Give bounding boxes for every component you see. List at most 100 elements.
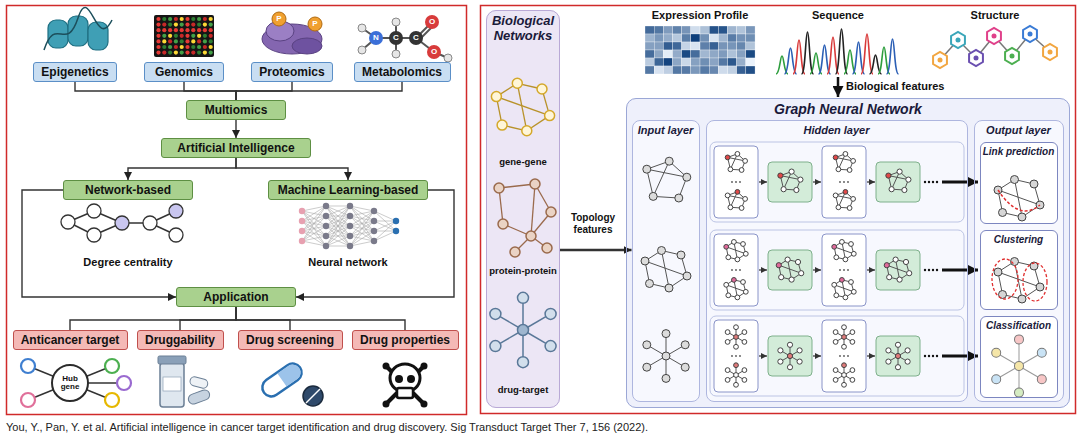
connector xyxy=(180,307,236,330)
process-box: Drug properties xyxy=(352,330,459,350)
nn-weight xyxy=(326,206,350,236)
aggregation-box xyxy=(768,162,812,202)
capsule-icon xyxy=(259,360,305,400)
graph-node xyxy=(897,169,902,174)
structure-ring xyxy=(951,32,965,48)
heatmap-cell xyxy=(700,58,709,66)
layer-arrow xyxy=(813,181,821,182)
nn-neuron xyxy=(371,228,377,234)
layer-column: Hidden layer xyxy=(706,120,968,402)
graph-node xyxy=(526,231,536,241)
nn-weight xyxy=(326,206,350,246)
graph-node xyxy=(518,357,529,368)
cluster-ring xyxy=(992,259,1018,299)
graph-node xyxy=(833,330,838,335)
panel-fill xyxy=(980,230,1058,310)
figure-label: Degree centrality xyxy=(63,256,193,269)
graph-edge xyxy=(647,169,687,177)
microarray-spot xyxy=(209,28,213,32)
graph-node xyxy=(665,284,673,292)
hydrogen-atom xyxy=(444,54,452,62)
heatmap-cell xyxy=(673,26,682,34)
microarray-spot xyxy=(203,28,207,32)
hydrogen-atom xyxy=(358,46,366,54)
network-graph xyxy=(832,240,856,262)
structure-bead xyxy=(956,38,961,43)
microarray-spot xyxy=(180,39,184,43)
heatmap-cell xyxy=(718,42,727,50)
process-box: Metabolomics xyxy=(354,62,451,82)
graph-edge xyxy=(645,261,687,276)
network-graph xyxy=(778,169,803,193)
ellipsis-dot xyxy=(932,355,934,357)
graph-node xyxy=(887,275,892,280)
graph-node xyxy=(843,257,848,262)
microarray-spot xyxy=(156,39,160,43)
graph-node xyxy=(490,341,501,352)
heatmap-cell xyxy=(728,58,737,66)
nn-neuron xyxy=(323,243,329,249)
heatmap-cell xyxy=(737,34,746,42)
heatmap-cell xyxy=(718,34,727,42)
microarray-spot xyxy=(174,39,178,43)
graph-node xyxy=(994,268,1002,276)
bone-end xyxy=(383,401,390,408)
graph-node xyxy=(836,167,841,172)
connector xyxy=(75,82,236,100)
process-box: Proteomics xyxy=(251,62,333,82)
graph-node xyxy=(1018,213,1026,221)
node-text: Machine Learning-based xyxy=(278,183,419,197)
heatmap-cell xyxy=(673,50,682,58)
graph-stack xyxy=(714,320,758,392)
heatmap-cell xyxy=(700,50,709,58)
microarray-spot xyxy=(185,39,189,43)
graph-node xyxy=(497,120,507,130)
microarray-spot xyxy=(209,34,213,38)
graph-node xyxy=(732,240,737,245)
heatmap-cell xyxy=(673,58,682,66)
microarray-spot xyxy=(197,45,201,49)
aggregation-box xyxy=(876,250,920,290)
structure-ring xyxy=(933,52,947,68)
pill-icon xyxy=(187,389,211,406)
microarray-spot xyxy=(180,28,184,32)
graph-node xyxy=(732,278,737,283)
dna-strand xyxy=(44,7,112,50)
graph-edge xyxy=(779,265,801,273)
network-graph xyxy=(778,342,802,370)
nucleosome-icon xyxy=(88,22,108,50)
nn-neuron xyxy=(347,203,353,209)
heatmap-cell xyxy=(654,42,663,50)
output-arrow xyxy=(942,181,978,184)
microarray-spot xyxy=(191,23,195,27)
atom xyxy=(369,31,383,45)
ellipsis-dot xyxy=(731,355,733,357)
bone-end xyxy=(421,401,428,408)
graph-node xyxy=(851,251,856,256)
heatmap-cell xyxy=(691,66,700,74)
node-text: Input layer xyxy=(633,124,699,136)
figure-label: C xyxy=(390,32,402,44)
graph-node xyxy=(741,280,746,285)
network-graph xyxy=(994,176,1044,222)
node-text: Genomics xyxy=(155,65,213,79)
graph-node xyxy=(681,341,689,349)
network-graph xyxy=(643,157,691,202)
process-box: Drug screening xyxy=(238,330,343,350)
feature-arrow xyxy=(837,77,840,97)
connector xyxy=(70,307,236,330)
nn-weight xyxy=(350,211,374,246)
heatmap-cell xyxy=(737,58,746,66)
heatmap-cell xyxy=(673,42,682,50)
microarray-spot xyxy=(156,34,160,38)
graph-node xyxy=(778,359,783,364)
network-graph xyxy=(833,363,855,387)
hydrogen-atom xyxy=(392,50,400,58)
graph-node xyxy=(512,78,522,88)
layer-arrow xyxy=(867,269,875,270)
graph-node xyxy=(143,216,157,230)
graph-node xyxy=(797,359,802,364)
graph-node xyxy=(735,257,740,262)
network-graph xyxy=(833,152,855,173)
layer-arrow xyxy=(759,355,767,356)
